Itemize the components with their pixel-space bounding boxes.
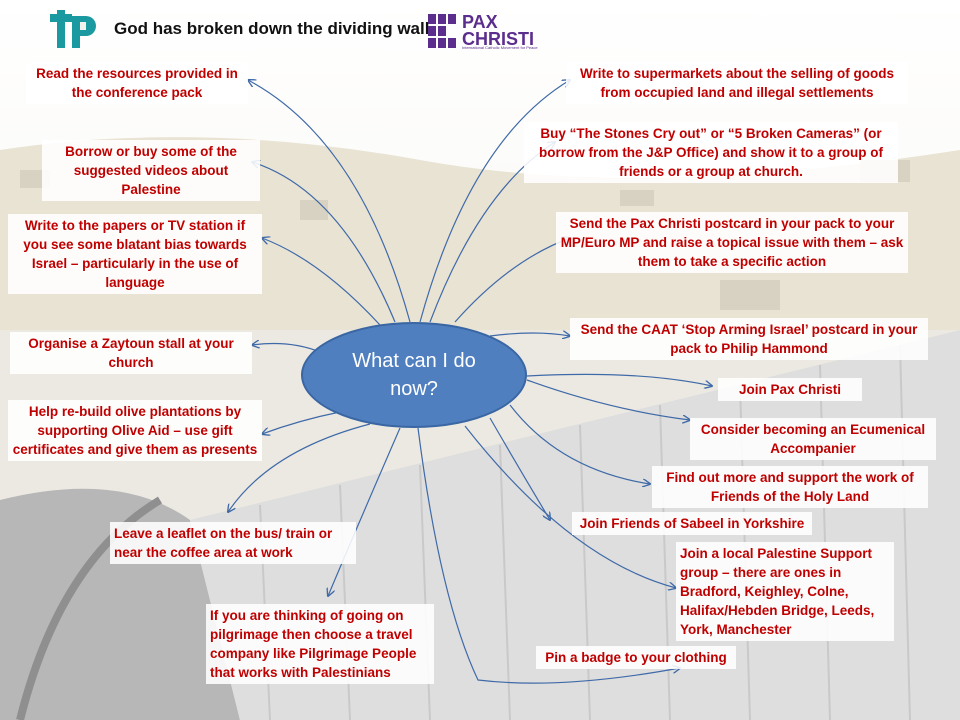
- pax-christi-wordmark: PAX CHRISTI: [462, 12, 534, 49]
- action-caat-postcard: Send the CAAT ‘Stop Arming Israel’ postc…: [570, 318, 928, 360]
- action-olive-aid: Help re-build olive plantations by suppo…: [8, 400, 262, 461]
- pax-christi-logo-icon: [428, 14, 456, 48]
- action-write-papers: Write to the papers or TV station if you…: [8, 214, 262, 294]
- justice-peace-logo-icon: [50, 10, 96, 48]
- action-join-pax-christi: Join Pax Christi: [718, 378, 862, 401]
- action-friends-sabeel: Join Friends of Sabeel in Yorkshire: [572, 512, 812, 535]
- action-ecumenical-accompanier: Consider becoming an Ecumenical Accompan…: [690, 418, 936, 460]
- action-friends-holy-land: Find out more and support the work of Fr…: [652, 466, 928, 508]
- action-pilgrimage: If you are thinking of going on pilgrima…: [206, 604, 434, 684]
- action-pax-postcard: Send the Pax Christi postcard in your pa…: [556, 212, 908, 273]
- pax-christi-tagline: International Catholic Movement for Peac…: [462, 45, 538, 50]
- page-title: God has broken down the dividing wall: [114, 19, 430, 38]
- action-pin-badge: Pin a badge to your clothing: [536, 646, 736, 669]
- action-write-supermarkets: Write to supermarkets about the selling …: [566, 62, 908, 104]
- action-buy-films: Buy “The Stones Cry out” or “5 Broken Ca…: [524, 122, 898, 183]
- central-question-bubble: What can I do now?: [301, 322, 527, 428]
- action-read-resources: Read the resources provided in the confe…: [26, 62, 248, 104]
- action-palestine-support: Join a local Palestine Support group – t…: [676, 542, 894, 641]
- action-leave-leaflet: Leave a leaflet on the bus/ train or nea…: [110, 522, 356, 564]
- action-zaytoun-stall: Organise a Zaytoun stall at your church: [10, 332, 252, 374]
- action-borrow-videos: Borrow or buy some of the suggested vide…: [42, 140, 260, 201]
